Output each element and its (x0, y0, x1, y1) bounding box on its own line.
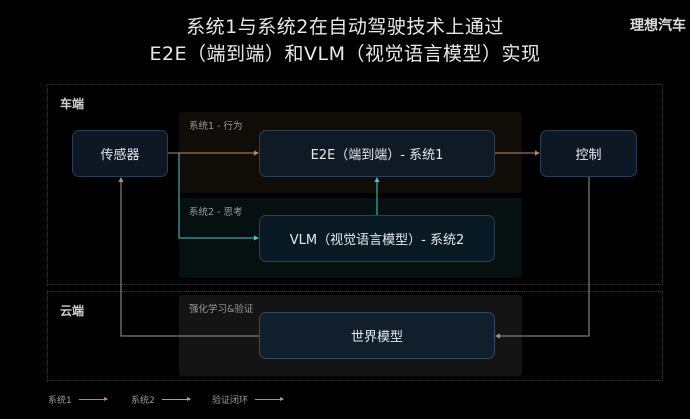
vehicle-region-label: 车端 (60, 97, 85, 111)
system2-panel-label: 系统2 - 思考 (189, 207, 243, 218)
brand-logo: 理想汽车 (630, 18, 686, 34)
vlm-node: VLM（视觉语言模型）- 系统2 (259, 215, 495, 262)
sensor-node: 传感器 (72, 130, 168, 177)
legend-system1: 系统1 (48, 393, 108, 406)
legend-system1-arrow-icon (78, 397, 108, 401)
rl-panel-label: 强化学习&验证 (189, 304, 254, 315)
system1-panel-label: 系统1 - 行为 (189, 121, 243, 132)
title-line-2: E2E（端到端）和VLM（视觉语言模型）实现 (149, 43, 541, 65)
title-line-1: 系统1与系统2在自动驾驶技术上通过 (186, 16, 504, 38)
cloud-region: 云端 (47, 291, 663, 381)
legend-system2: 系统2 (131, 393, 191, 406)
legend-verification-label: 验证闭环 (212, 396, 249, 406)
legend-verification-arrow-icon (255, 397, 285, 401)
cloud-region-label: 云端 (60, 304, 85, 318)
vehicle-region: 车端 (47, 84, 663, 285)
world-model-node: 世界模型 (259, 312, 495, 359)
legend-system2-label: 系统2 (131, 396, 155, 406)
legend-verification: 验证闭环 (212, 393, 285, 406)
legend-system1-label: 系统1 (48, 396, 72, 406)
legend-system2-arrow-icon (161, 397, 191, 401)
e2e-node: E2E（端到端）- 系统1 (259, 130, 495, 177)
control-node: 控制 (540, 130, 637, 177)
